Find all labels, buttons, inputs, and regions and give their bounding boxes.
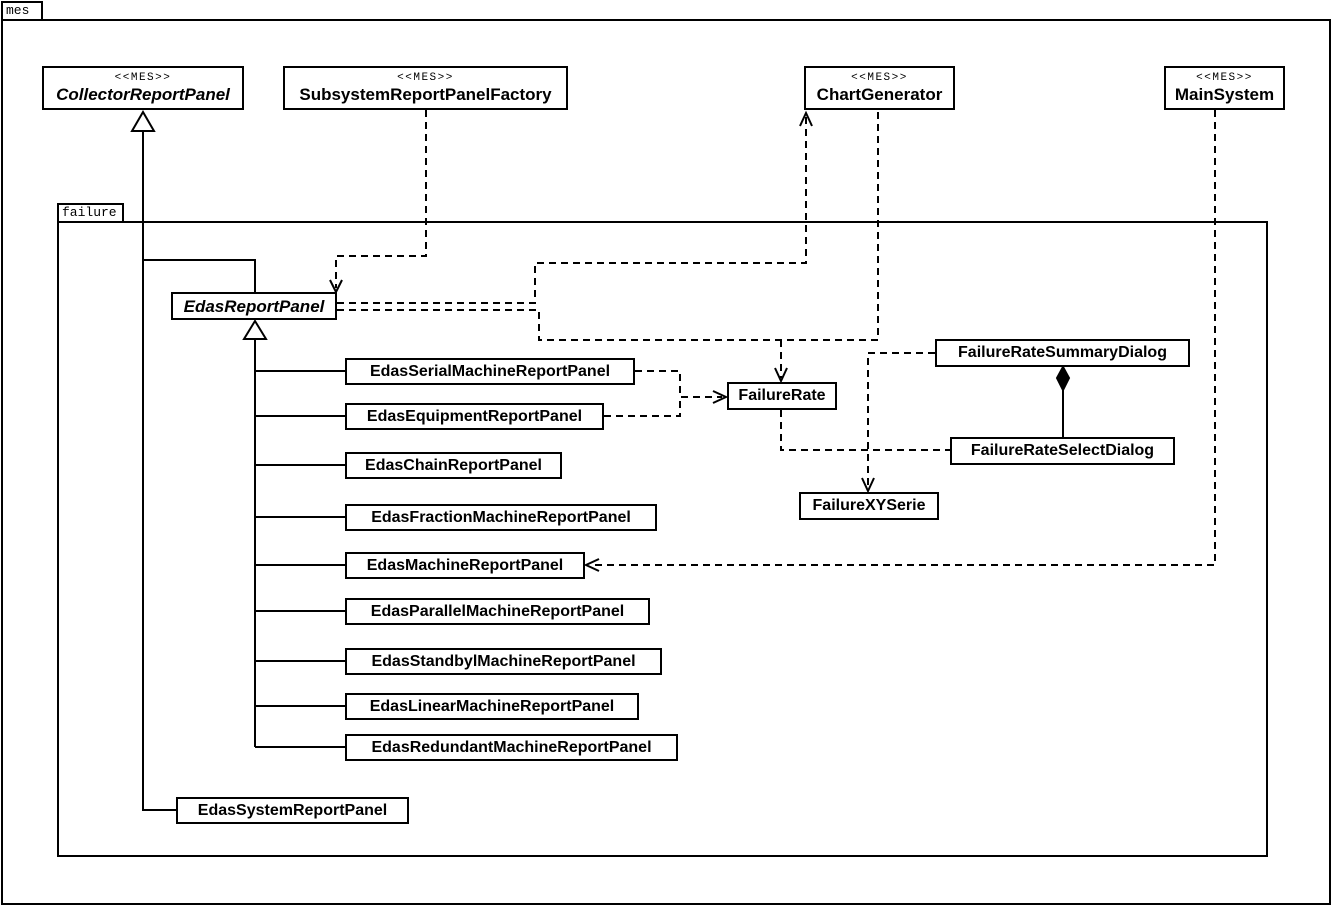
stereotype-label: <<MES>> (851, 72, 908, 84)
class-box-mainsystem[interactable]: <<MES>> MainSystem (1164, 66, 1285, 110)
class-name: FailureRate (738, 387, 826, 404)
class-box-collectorreportpanel[interactable]: <<MES>> CollectorReportPanel (42, 66, 244, 110)
class-name: EdasSerialMachineReportPanel (369, 362, 611, 380)
stereotype-label: <<MES>> (397, 72, 454, 84)
class-box-failurexyserie[interactable]: FailureXYSerie (799, 492, 939, 520)
class-box-edasfractionmachinereportpanel[interactable]: EdasFractionMachineReportPanel (345, 504, 657, 531)
class-box-chartgenerator[interactable]: <<MES>> ChartGenerator (804, 66, 955, 110)
edge-dependency-chartgenerator-failurerate (337, 110, 879, 384)
stereotype-label: <<MES>> (1196, 72, 1253, 84)
package-body-failure (57, 221, 1268, 857)
edge-dependency-mainsystem-machinepanel (583, 110, 1216, 572)
class-name: EdasRedundantMachineReportPanel (371, 738, 652, 756)
edge-generalization-collectorreportpanel (130, 110, 256, 811)
class-name: FailureRateSummaryDialog (958, 344, 1167, 361)
class-box-edassystemreportpanel[interactable]: EdasSystemReportPanel (176, 797, 409, 824)
class-name: EdasLinearMachineReportPanel (369, 697, 615, 715)
stereotype-label: <<MES>> (114, 72, 172, 84)
class-box-failureratesummarydialog[interactable]: FailureRateSummaryDialog (935, 339, 1190, 367)
class-name: SubsystemReportPanelFactory (299, 85, 552, 104)
edge-dependency-edasreportpanel-chartgenerator (337, 110, 813, 304)
class-name: EdasParallelMachineReportPanel (370, 602, 625, 620)
edge-generalization-edasreportpanel (242, 319, 345, 748)
edge-dashed-failurerate-selectdialog (780, 410, 950, 451)
package-tab-mes[interactable]: mes (1, 1, 43, 21)
edge-dependency-panels-failurerate (604, 370, 729, 417)
package-tab-failure[interactable]: failure (57, 203, 124, 223)
package-body-mes (1, 19, 1331, 905)
class-name: FailureRateSelectDialog (970, 442, 1155, 459)
class-name: EdasStandbylMachineReportPanel (371, 652, 636, 670)
class-name: EdasFractionMachineReportPanel (371, 508, 631, 526)
class-name: EdasSystemReportPanel (197, 801, 388, 819)
class-name: ChartGenerator (816, 85, 943, 104)
class-box-edasmachinereportpanel[interactable]: EdasMachineReportPanel (345, 552, 585, 579)
class-box-edasequipmentreportpanel[interactable]: EdasEquipmentReportPanel (345, 403, 604, 430)
class-box-edaslinearmachinereportpanel[interactable]: EdasLinearMachineReportPanel (345, 693, 639, 720)
class-name: MainSystem (1174, 85, 1275, 104)
class-box-edasstandbylmachinereportpanel[interactable]: EdasStandbylMachineReportPanel (345, 648, 662, 675)
class-name: CollectorReportPanel (56, 85, 230, 104)
class-box-edasreportpanel[interactable]: EdasReportPanel (171, 292, 337, 320)
class-box-edasserialmachinereportpanel[interactable]: EdasSerialMachineReportPanel (345, 358, 635, 385)
class-box-subsystemreportpanelfactory[interactable]: <<MES>> SubsystemReportPanelFactory (283, 66, 568, 110)
class-name: FailureXYSerie (812, 497, 926, 514)
class-name: EdasEquipmentReportPanel (366, 407, 583, 425)
class-box-failurerate[interactable]: FailureRate (727, 382, 837, 410)
class-box-failurerateselectdialog[interactable]: FailureRateSelectDialog (950, 437, 1175, 465)
class-box-edasredundantmachinereportpanel[interactable]: EdasRedundantMachineReportPanel (345, 734, 678, 761)
class-box-edasparallelmachinereportpanel[interactable]: EdasParallelMachineReportPanel (345, 598, 650, 625)
edge-dependency-summarydialog-xyserie (861, 352, 935, 494)
class-name: EdasReportPanel (183, 296, 325, 316)
edge-composition-summarydialog-selectdialog (1055, 364, 1071, 437)
class-box-edaschainreportpanel[interactable]: EdasChainReportPanel (345, 452, 562, 479)
class-name: EdasChainReportPanel (365, 456, 542, 474)
class-name: EdasMachineReportPanel (366, 556, 564, 574)
